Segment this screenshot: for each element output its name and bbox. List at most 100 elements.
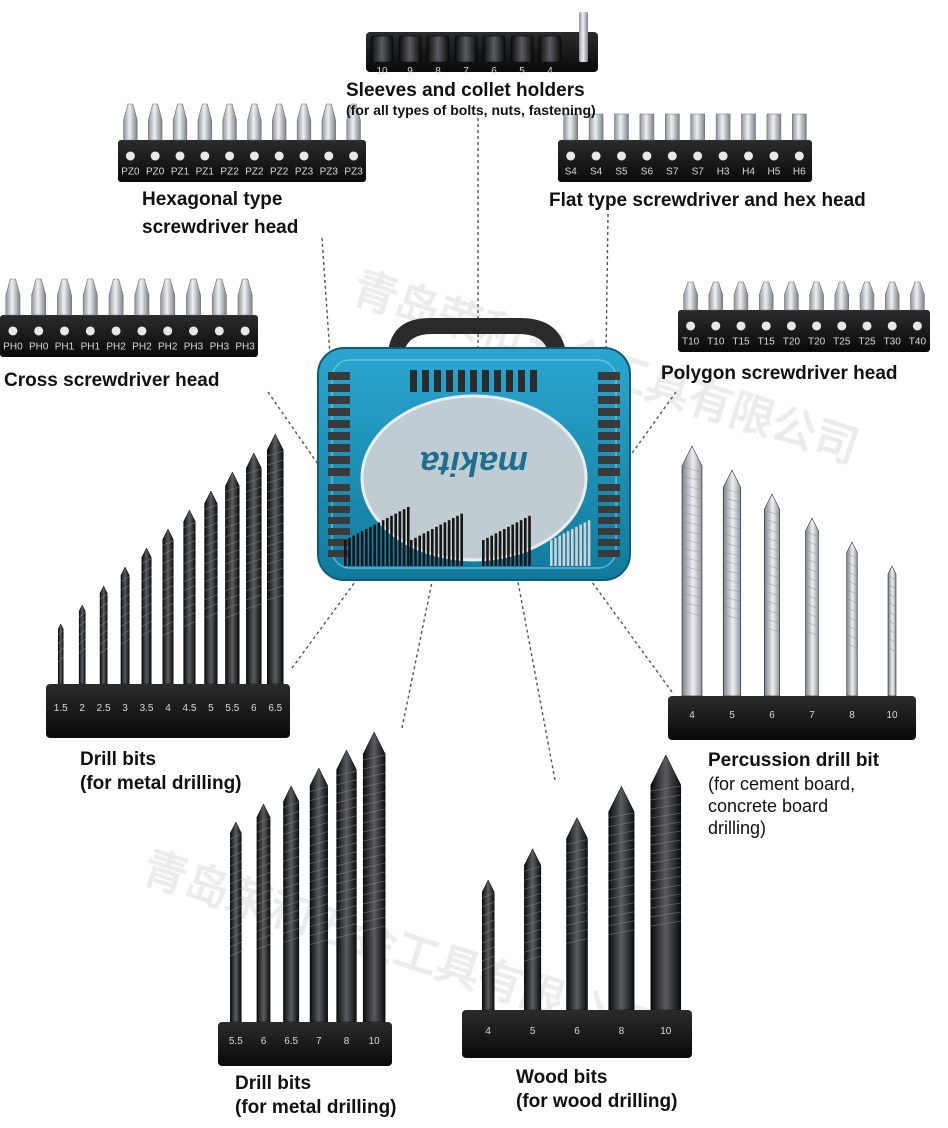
percussion-flute — [681, 601, 703, 608]
hexagonal-size-label: PZ1 — [171, 166, 190, 177]
metal-drill-2-flute — [309, 849, 328, 855]
percussion-label-title: Percussion drill bit — [708, 750, 880, 771]
metal-drill-1-flute — [183, 558, 196, 564]
case-drill-bit — [398, 511, 402, 566]
metal-drill-2-flute — [336, 842, 357, 849]
case-rack-slot — [598, 506, 620, 513]
percussion-flute — [723, 578, 741, 584]
metal-drill-1-flute — [183, 603, 196, 609]
wood-flute — [566, 884, 588, 890]
wood-flute — [608, 920, 635, 927]
metal-drill-2-flute — [363, 853, 386, 860]
hexagonal-bit — [272, 103, 287, 141]
drill-metal-1-label: Drill bits (for metal drilling) — [80, 748, 242, 796]
polygon-marker — [837, 321, 847, 331]
flat-bit — [588, 113, 604, 141]
wood-flute — [650, 821, 681, 828]
percussion-flute — [723, 551, 741, 557]
metal-drill-2-flute — [256, 943, 271, 950]
drill-metal-2-label-line2: (for metal drilling) — [235, 1097, 397, 1118]
metal-drill-2-flute — [230, 950, 242, 957]
case-drill-bit — [431, 529, 434, 566]
metal-drill-1-flute — [267, 504, 284, 511]
wood-flute — [650, 884, 681, 891]
hexagonal-marker — [299, 151, 309, 161]
metal-drill-1-size-label: 4 — [165, 703, 171, 714]
metal-drill-1-flute — [204, 594, 218, 601]
hexagonal-size-label: PZ0 — [121, 166, 140, 177]
metal-drill-1-flute — [225, 513, 240, 520]
metal-drill-2-flute — [283, 928, 299, 934]
wood-flute — [524, 865, 541, 872]
cross-size-label: PH2 — [106, 341, 126, 352]
hexagonal-size-label: PZ3 — [344, 166, 363, 177]
metal-drill-1-flute — [204, 612, 218, 619]
percussion-holder — [668, 696, 916, 740]
case-drill-bit — [377, 522, 381, 566]
wood-flute — [650, 911, 681, 918]
metal-drill-2-flute — [230, 932, 242, 939]
flat-marker — [617, 151, 626, 161]
metal-drill-1-flute — [267, 459, 284, 466]
metal-drill-1-flute — [99, 629, 108, 636]
metal-drill-2-flute — [363, 826, 386, 833]
cross-bit — [5, 278, 21, 316]
metal-drill-1-size-label: 1.5 — [54, 703, 68, 714]
metal-drill-1-flute — [120, 584, 130, 591]
metal-drill-2-flute — [256, 826, 271, 833]
case-rack-slot — [598, 432, 620, 440]
wood-flute — [608, 839, 635, 846]
metal-drill-2-flute — [363, 862, 386, 869]
wood-holder — [462, 1010, 692, 1058]
percussion-flute — [846, 553, 858, 559]
flat-size-label: H5 — [768, 166, 781, 177]
case-drill-bit — [587, 520, 591, 566]
wood-flute — [482, 928, 495, 935]
case-top-slot — [530, 370, 537, 392]
flat-bit — [792, 113, 807, 141]
drill-metal-2-label: Drill bits (for metal drilling) — [235, 1072, 397, 1120]
metal-drill-2-flute — [363, 799, 386, 806]
flat-size-label: H4 — [742, 166, 755, 177]
flat-bit — [614, 113, 629, 141]
flat-bit — [563, 113, 578, 141]
metal-drill-1-size-label: 5 — [208, 703, 214, 714]
metal-drill-2-flute — [309, 885, 328, 891]
metal-drill-1-flute — [225, 495, 240, 502]
wood-size-label: 6 — [574, 1026, 580, 1037]
percussion-flute — [764, 527, 780, 534]
metal-drill-2-flute — [256, 898, 271, 905]
percussion-size-label: 10 — [886, 710, 898, 721]
percussion-flute — [764, 608, 780, 615]
metal-drill-2-flute — [256, 871, 271, 878]
metal-drill-1-bit — [99, 585, 108, 685]
metal-drill-1-flute — [246, 486, 262, 493]
percussion-flute — [681, 466, 703, 473]
wood-flute — [566, 920, 588, 926]
percussion-bit — [887, 565, 897, 697]
metal-drill-1-flute — [183, 522, 196, 528]
case-drill-bit — [583, 522, 587, 566]
percussion-flute — [723, 497, 741, 503]
metal-drill-2-flute — [309, 840, 328, 846]
percussion-bit — [681, 445, 703, 697]
cross-marker — [34, 326, 44, 336]
case-drill-bit — [503, 529, 506, 566]
metal-drill-1-flute — [162, 603, 174, 609]
flat-marker — [642, 151, 652, 161]
wood-flute — [524, 937, 541, 944]
metal-drill-2-flute — [363, 907, 386, 914]
metal-drill-1-flute — [99, 647, 108, 654]
metal-drill-1-flute — [267, 594, 284, 601]
percussion-flute — [887, 583, 897, 590]
metal-drill-1-flute — [162, 621, 174, 627]
sleeve-socket — [426, 35, 450, 63]
flat-bit — [741, 113, 756, 141]
metal-drill-2-flute — [283, 874, 299, 880]
sleeve-socket — [454, 35, 478, 63]
metal-drill-1-flute — [204, 558, 218, 565]
flat-marker — [591, 151, 601, 161]
metal-drill-2-flute — [283, 919, 299, 925]
metal-drill-1-flute — [204, 522, 218, 529]
metal-drill-2-flute — [230, 833, 242, 840]
